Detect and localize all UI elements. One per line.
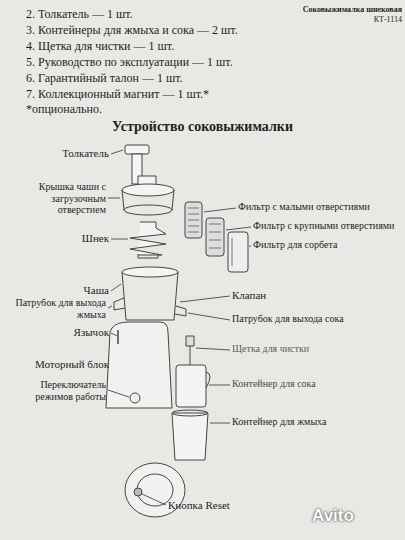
part-label: Клапан [232, 289, 402, 302]
footnote: *опционально. [26, 103, 326, 117]
model-number: КТ-1114 [262, 15, 402, 24]
part-label: Фильтр для сорбета [253, 239, 403, 251]
part-label: Патрубок для выхода жмыха [14, 297, 106, 320]
part-label: Язычок [5, 326, 109, 339]
part-label: Патрубок для выхода сока [232, 313, 402, 325]
part-label: Моторный блок [5, 358, 109, 371]
part-label: Контейнер для сока [232, 378, 402, 390]
running-header: Соковыжималка шнековая [262, 5, 402, 14]
part-label: Толкатель [5, 147, 109, 160]
list-item: 2. Толкатель — 1 шт. [26, 8, 326, 22]
list-item: 3. Контейнеры для жмыха и сока — 2 шт. [26, 24, 326, 38]
section-title: Устройство соковыжималки [0, 119, 405, 135]
list-item: 6. Гарантийный талон — 1 шт. [26, 72, 326, 86]
part-label: Чаша [5, 284, 109, 297]
leader-lines [108, 150, 251, 505]
part-label: Крышка чаши с загрузочным отверстием [14, 181, 106, 216]
list-item: 7. Коллекционный магнит — 1 шт.* [26, 88, 326, 102]
part-label: Щетка для чистки [232, 343, 402, 355]
list-item: 4. Щетка для чистки — 1 шт. [26, 40, 326, 54]
part-label: Кнопка Reset [168, 499, 288, 512]
part-label: Шнек [5, 232, 109, 245]
part-label: Фильтр с малыми отверстиями [238, 201, 403, 213]
watermark: Avito [312, 506, 400, 526]
part-label: Фильтр с крупными отверстиями [253, 220, 403, 232]
list-item: 5. Руководство по эксплуатации — 1 шт. [26, 56, 326, 70]
part-label: Контейнер для жмыха [232, 416, 402, 428]
part-label: Переключатель режимов работы [14, 379, 106, 402]
